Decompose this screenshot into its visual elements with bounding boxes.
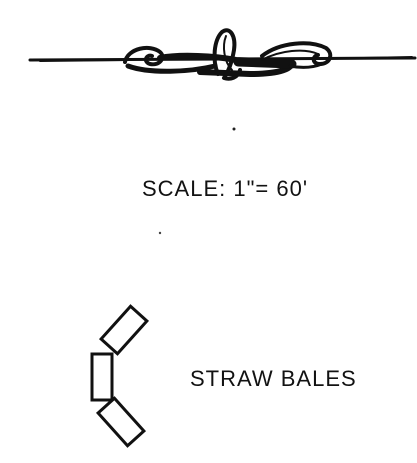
scan-dot [232, 127, 236, 131]
scale-label: SCALE: 1"= 60' [142, 176, 309, 201]
straw-bales-symbol-icon [90, 304, 150, 448]
left-scroll [123, 45, 165, 67]
decorative-scroll-divider-icon [28, 28, 417, 81]
straw-bale-middle [90, 352, 114, 402]
center-loop [212, 28, 242, 81]
legend-label-straw-bales: STRAW BALES [190, 366, 357, 391]
straw-bale-lower [95, 396, 147, 448]
straw-bale-upper [98, 304, 150, 356]
right-scroll [260, 41, 333, 66]
scan-dot [158, 231, 162, 235]
